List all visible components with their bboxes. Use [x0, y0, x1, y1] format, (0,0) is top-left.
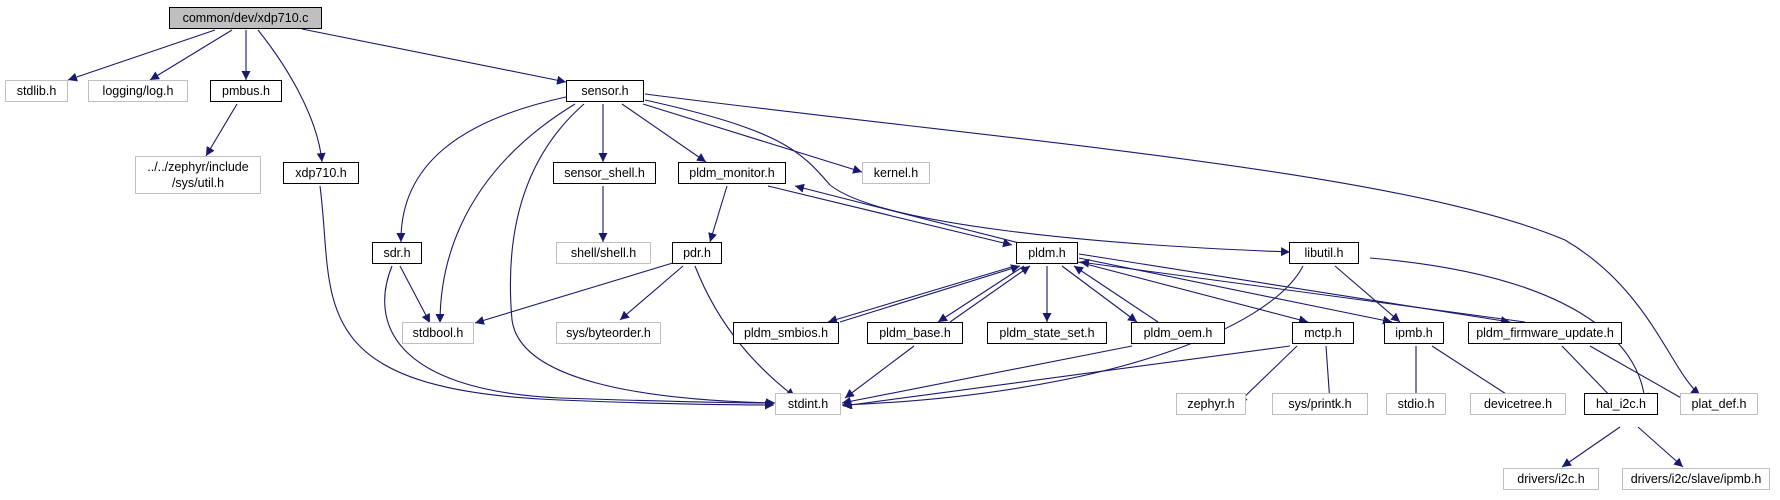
edge-pldm_monitor-pldm: [767, 185, 1013, 248]
node-shell: shell/shell.h: [556, 242, 651, 264]
node-ipmb[interactable]: ipmb.h: [1384, 322, 1444, 344]
edge-sensor-plat_def: [644, 93, 1701, 396]
edge-sensor-libutil: [644, 99, 1291, 257]
edge-pldm_monitor-pdr: [708, 185, 728, 243]
node-root-file[interactable]: common/dev/xdp710.c: [169, 7, 322, 29]
node-devicetree: devicetree.h: [1470, 393, 1566, 415]
edge-libutil-hal_i2c: [1369, 257, 1649, 403]
node-pldm-firmware-update[interactable]: pldm_firmware_update.h: [1468, 322, 1622, 344]
node-stdint: stdint.h: [775, 393, 841, 415]
edge-sensor-stdint: [509, 103, 776, 408]
edge-pldm-pldm_monitor: [794, 183, 1028, 246]
edge-pldm-smbios: [827, 265, 1016, 324]
node-pldm-monitor[interactable]: pldm_monitor.h: [678, 162, 786, 184]
node-libutil[interactable]: libutil.h: [1289, 242, 1359, 264]
edge-sensor-kernel: [642, 103, 863, 174]
node-mctp[interactable]: mctp.h: [1292, 322, 1354, 344]
edge-mctp-zephyr: [1237, 345, 1298, 404]
edge-base-pldm: [949, 265, 1031, 323]
edge-root-xdp710h: [257, 29, 326, 163]
node-pmbus[interactable]: pmbus.h: [210, 80, 282, 102]
node-kernel: kernel.h: [862, 162, 930, 184]
edge-pldm-oem: [1061, 265, 1138, 323]
node-pdr[interactable]: pdr.h: [672, 242, 722, 264]
edge-root-log: [149, 29, 233, 81]
edge-xdp710h-stdint: [319, 185, 775, 410]
edge-sdr-stdint: [384, 265, 776, 408]
edge-pldm-base: [937, 265, 1025, 323]
node-zephyr-util: ../../zephyr/include /sys/util.h: [135, 156, 261, 194]
node-sensor[interactable]: sensor.h: [566, 80, 644, 102]
node-zephyr-util-line1: ../../zephyr/include: [147, 160, 249, 174]
edge-pdr-byteorder: [619, 265, 684, 321]
edge-sensor-pldm_monitor: [621, 103, 707, 163]
node-logging-log: logging/log.h: [88, 80, 188, 102]
node-byteorder: sys/byteorder.h: [556, 322, 661, 344]
edge-oem-pldm: [1073, 265, 1159, 323]
node-zephyr: zephyr.h: [1176, 393, 1246, 415]
node-printk: sys/printk.h: [1272, 393, 1368, 415]
edge-sensor-sdr: [396, 96, 567, 243]
edge-libutil-stdint: [841, 265, 1304, 410]
node-pldm-smbios[interactable]: pldm_smbios.h: [733, 322, 839, 344]
node-stdlib: stdlib.h: [5, 80, 68, 102]
edge-mctp-stdint: [842, 345, 1291, 410]
edge-pdr-stdint: [694, 265, 796, 398]
edge-oem-stdint: [841, 345, 1133, 406]
edge-smbios-pldm: [839, 264, 1021, 323]
edge-hal_i2c-drv_ipmb: [1637, 426, 1684, 468]
node-drivers-ipmb: drivers/i2c/slave/ipmb.h: [1622, 468, 1770, 490]
edge-pldm-mctp: [1077, 261, 1309, 325]
edge-sensor-stdbool: [435, 103, 576, 324]
edge-pmbus-util: [205, 103, 238, 157]
node-stdbool: stdbool.h: [402, 322, 474, 344]
edge-base-stdint: [844, 345, 915, 399]
edge-hal_i2c-drv_i2c: [1561, 426, 1621, 468]
node-hal-i2c[interactable]: hal_i2c.h: [1584, 393, 1658, 415]
node-xdp710-header[interactable]: xdp710.h: [283, 162, 359, 184]
node-sensor-shell[interactable]: sensor_shell.h: [553, 162, 656, 184]
node-plat-def: plat_def.h: [1680, 393, 1758, 415]
node-drivers-i2c: drivers/i2c.h: [1503, 468, 1599, 490]
node-sdr[interactable]: sdr.h: [372, 242, 422, 264]
node-stdio: stdio.h: [1386, 393, 1446, 415]
edge-sdr-stdbool: [399, 265, 431, 324]
edge-libutil-ipmb: [1334, 265, 1401, 323]
node-zephyr-util-line2: /sys/util.h: [171, 176, 225, 190]
edge-root-sensor: [301, 28, 567, 85]
edge-pdr-stdbool: [474, 261, 677, 325]
edge-pldm_fw-plat_def: [1589, 345, 1691, 404]
edge-pldm-ipmb: [1078, 257, 1393, 325]
node-pldm-base[interactable]: pldm_base.h: [867, 322, 963, 344]
node-pldm-state-set[interactable]: pldm_state_set.h: [987, 322, 1107, 344]
node-pldm[interactable]: pldm.h: [1016, 242, 1078, 264]
node-pldm-oem[interactable]: pldm_oem.h: [1131, 322, 1225, 344]
edge-pldm_fw-pldm: [1079, 258, 1526, 323]
edge-root-stdlib: [67, 29, 216, 82]
